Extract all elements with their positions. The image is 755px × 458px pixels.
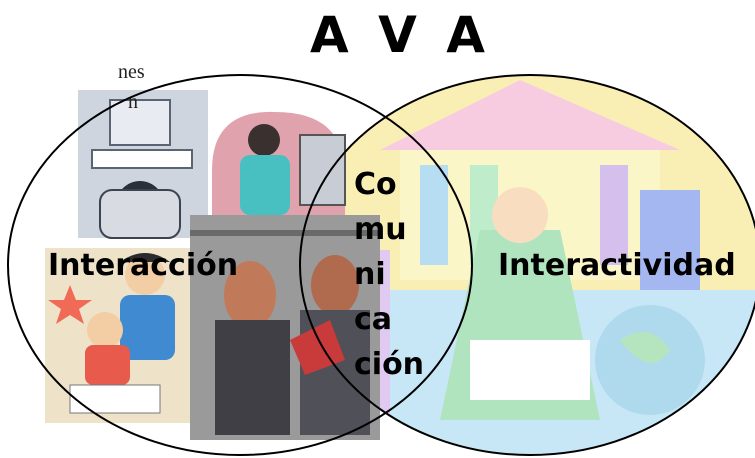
- intersection-label-line: ca: [354, 302, 393, 337]
- businessmen-icon: [190, 215, 380, 440]
- diagram-title: A V A: [310, 6, 491, 64]
- right-circle: [299, 74, 755, 456]
- right-circle-label: Interactividad: [498, 248, 736, 283]
- intersection-label-line: ción: [354, 347, 425, 382]
- intersection-label-line: ni: [354, 257, 386, 292]
- children-studying-icon: [45, 248, 190, 423]
- left-circle: [7, 74, 473, 456]
- side-text-line-2: n: [128, 91, 138, 113]
- computer-user-icon: [78, 90, 208, 239]
- side-text-line-1: nes: [118, 61, 145, 83]
- intersection-label-line: mu: [354, 212, 407, 247]
- intersection-label: Co mu ni ca ción: [354, 162, 434, 387]
- left-circle-label: Interacción: [48, 248, 239, 283]
- intersection-label-line: Co: [354, 167, 397, 202]
